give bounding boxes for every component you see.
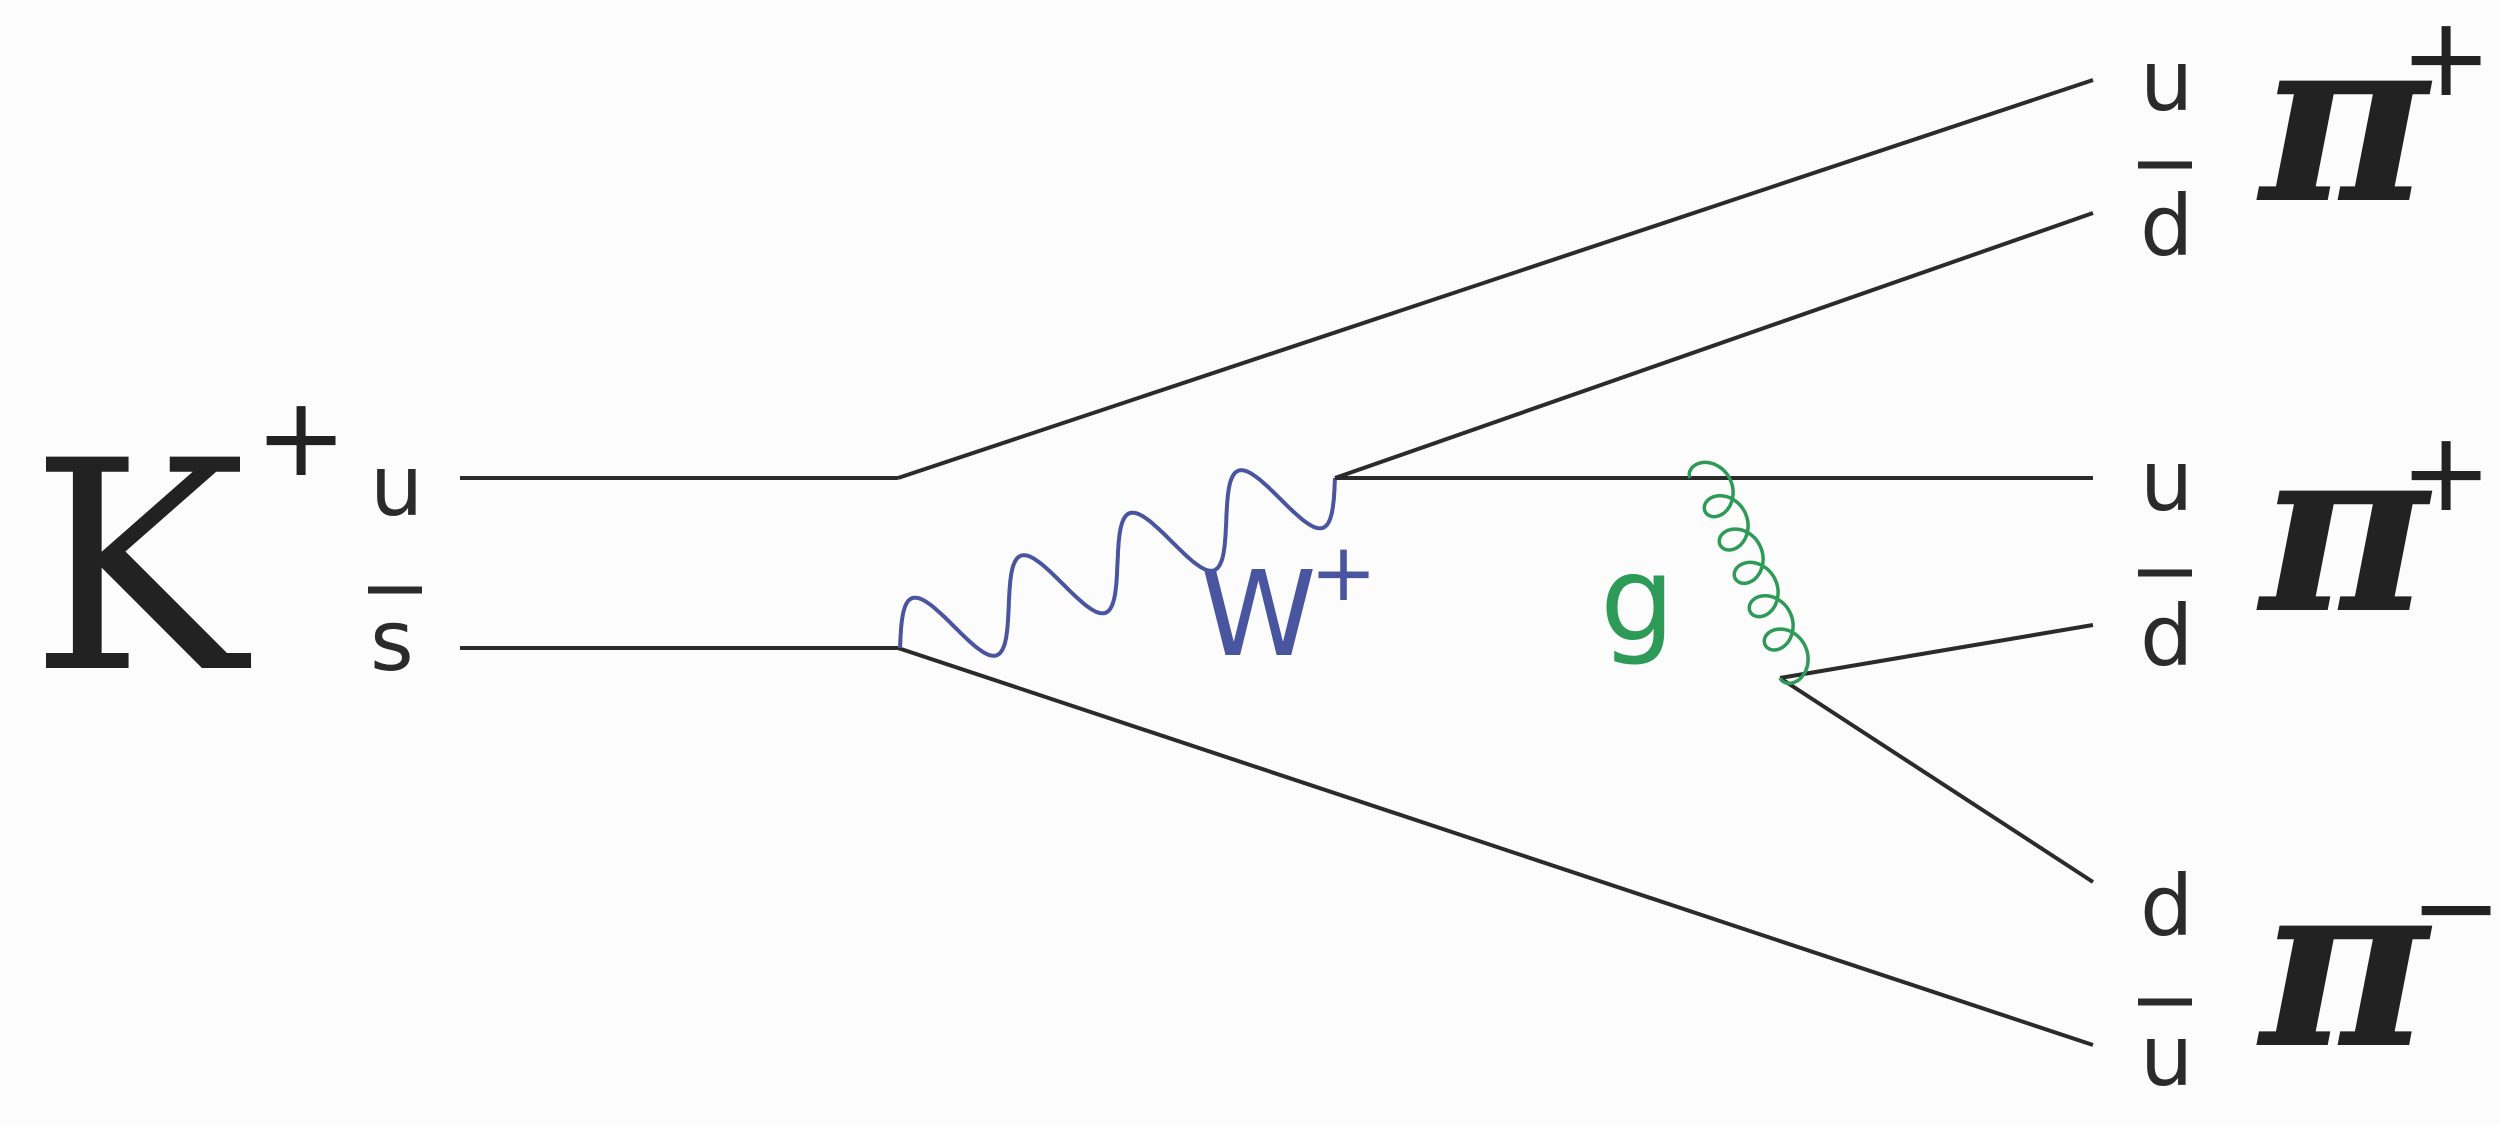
spectator-u-line [897,78,2094,480]
kaon-symbol: K [30,400,252,737]
gluon-path [1687,460,1810,686]
pion1-charge: + [2400,0,2492,121]
pion3-symbol: π [2256,830,2433,1100]
incoming-quark-label: u [370,437,423,535]
gluon-symbol: g [1600,530,1675,668]
pion2-antiquark-label: d [2140,587,2193,685]
w-boson-charge: + [1310,526,1377,619]
pion1-quark-label: u [2140,32,2193,130]
w-boson-wavy-line [898,468,1337,658]
pion2-symbol: π [2256,395,2433,665]
w-boson-symbol: W [1200,545,1317,683]
dbar-line-pi1 [1334,211,2094,480]
d-line-pi3 [1778,676,2095,884]
pion1-antiquark-label: d [2140,177,2193,275]
pion1-symbol: π [2256,0,2433,255]
gluon-curly-line [1687,460,1810,686]
kaon-charge: + [255,373,347,501]
pion3-charge: − [2410,843,2500,971]
pion2-quark-label: u [2140,432,2193,530]
pion3-antiquark-label: u [2140,1007,2193,1105]
dbar-line-pi2 [1779,623,2094,680]
incoming-antiquark-label: s [370,592,414,690]
ubar-line [897,646,2094,1047]
pion3-quark-label: d [2140,857,2193,955]
pion2-charge: + [2400,408,2492,536]
